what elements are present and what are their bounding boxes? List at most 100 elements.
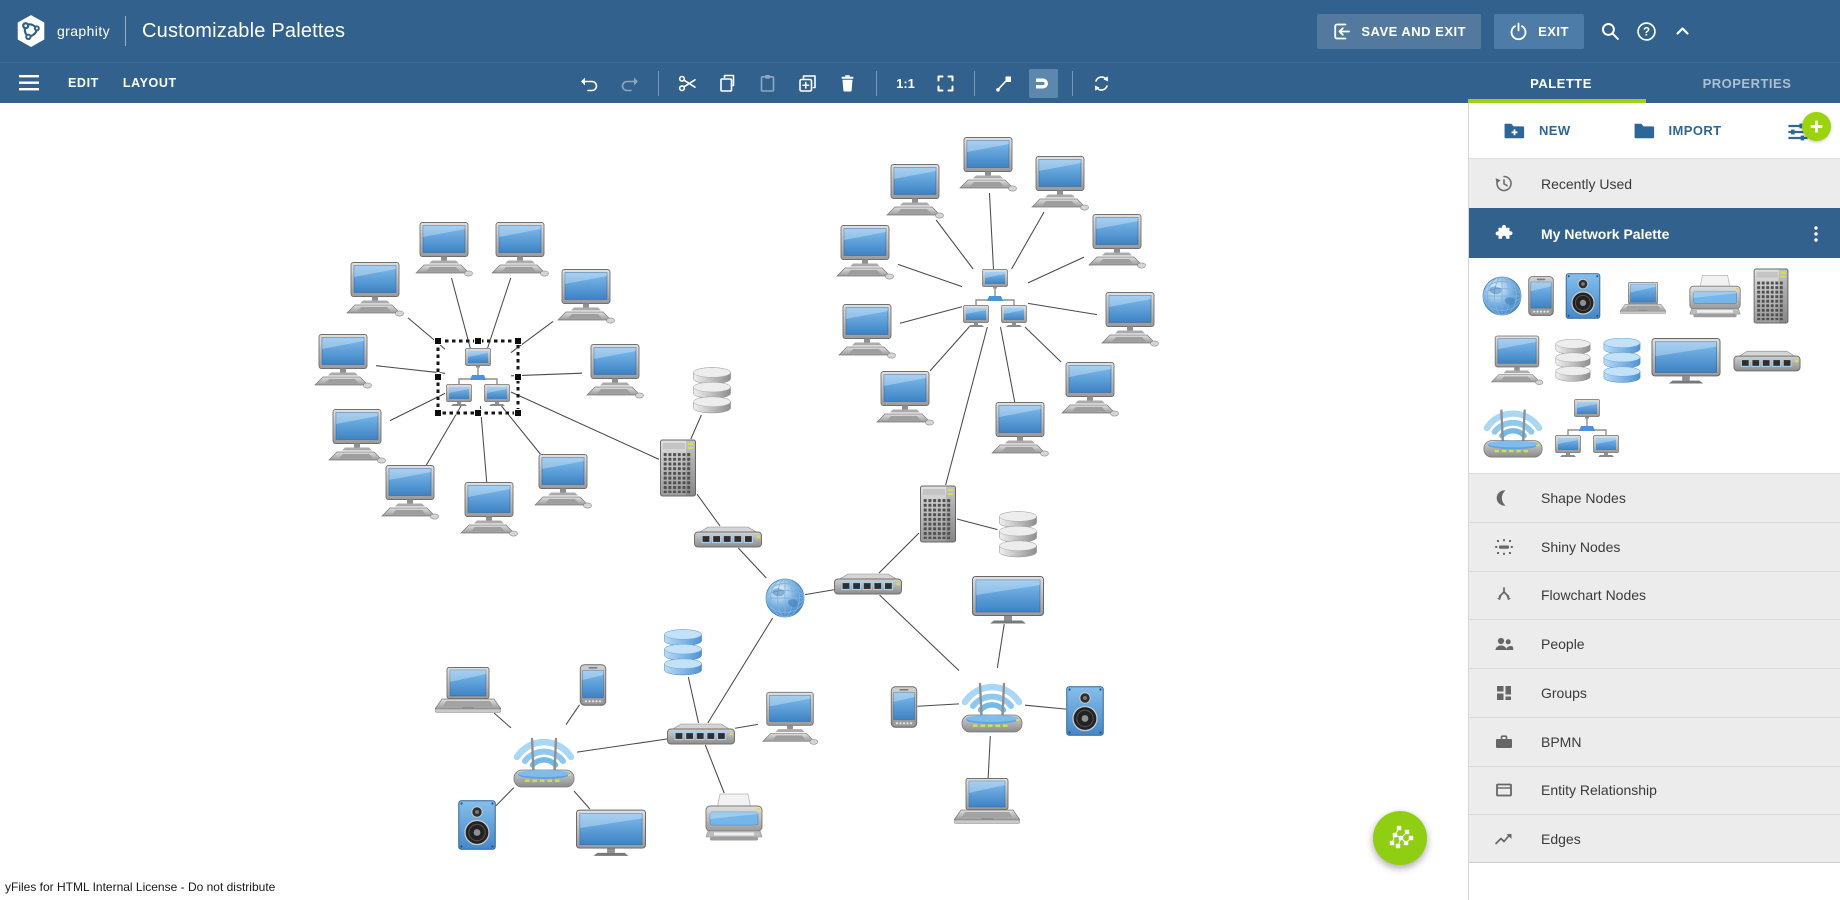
node-workstation[interactable] — [1101, 292, 1159, 347]
add-node-button[interactable] — [793, 69, 822, 98]
palette-section-groups[interactable]: Groups — [1469, 668, 1840, 717]
node-workstation[interactable] — [959, 137, 1017, 192]
node-network[interactable] — [962, 269, 1028, 328]
selection-handle[interactable] — [434, 373, 442, 381]
node-smartphone[interactable] — [579, 664, 607, 706]
snapping-button[interactable] — [989, 69, 1018, 98]
edge[interactable] — [878, 532, 920, 574]
edge[interactable] — [495, 787, 515, 807]
edge[interactable] — [696, 493, 721, 527]
node-workstation[interactable] — [838, 304, 896, 359]
palette-item-speaker[interactable] — [1565, 273, 1601, 319]
palette-item-printer[interactable] — [1689, 274, 1741, 318]
edge[interactable] — [510, 372, 583, 377]
node-workstation[interactable] — [381, 465, 439, 520]
node-workstation[interactable] — [557, 269, 615, 324]
node-smartphone[interactable] — [890, 686, 918, 728]
edge[interactable] — [493, 712, 512, 729]
node-network[interactable] — [445, 348, 511, 407]
node-server[interactable] — [660, 439, 696, 497]
redo-button[interactable] — [615, 69, 644, 98]
palette-section-bpmn[interactable]: BPMN — [1469, 716, 1840, 766]
node-database-blue[interactable] — [664, 629, 702, 676]
tab-properties[interactable]: PROPERTIES — [1702, 75, 1792, 91]
palette-section-people[interactable]: People — [1469, 619, 1840, 668]
palette-item-workstation[interactable] — [1491, 335, 1544, 386]
magnet-button[interactable] — [1029, 68, 1058, 98]
palette-item-wifi-router[interactable] — [1484, 411, 1542, 458]
node-workstation[interactable] — [346, 262, 404, 317]
node-workstation[interactable] — [328, 409, 386, 464]
palette-item-smartphone[interactable] — [1528, 276, 1554, 316]
delete-button[interactable] — [833, 69, 862, 98]
help-button[interactable]: ? — [1628, 13, 1664, 49]
node-switch[interactable] — [667, 723, 735, 745]
selection-handle[interactable] — [514, 373, 522, 381]
paste-button[interactable] — [753, 69, 782, 98]
selection-handle[interactable] — [434, 337, 442, 345]
node-switch[interactable] — [694, 526, 762, 548]
cut-button[interactable] — [673, 69, 702, 98]
edge[interactable] — [879, 594, 960, 671]
palette-item-server[interactable] — [1753, 268, 1789, 324]
app-logo[interactable]: graphity — [14, 14, 110, 48]
node-workstation[interactable] — [534, 454, 592, 509]
node-workstation[interactable] — [1031, 156, 1089, 211]
node-workstation[interactable] — [1088, 214, 1146, 269]
selection-handle[interactable] — [474, 409, 482, 417]
selection-handle[interactable] — [434, 409, 442, 417]
palette-section-my-network-palette[interactable]: My Network Palette — [1469, 208, 1840, 258]
node-workstation[interactable] — [876, 371, 934, 426]
fit-content-button[interactable] — [931, 69, 960, 98]
edge[interactable] — [935, 219, 974, 270]
edge[interactable] — [996, 623, 1005, 669]
node-workstation[interactable] — [586, 344, 644, 399]
edge[interactable] — [1024, 326, 1062, 363]
palette-item-network[interactable] — [1554, 399, 1620, 458]
palette-item-globe[interactable] — [1482, 276, 1522, 316]
selection-handle[interactable] — [474, 337, 482, 345]
node-speaker[interactable] — [1066, 686, 1104, 736]
edge[interactable] — [565, 704, 580, 725]
diagram-canvas[interactable] — [0, 103, 1468, 900]
zoom-1-1-button[interactable]: 1:1 — [891, 69, 920, 98]
edge[interactable] — [1011, 211, 1045, 270]
exit-button[interactable]: EXIT — [1494, 13, 1584, 49]
node-workstation[interactable] — [314, 334, 372, 389]
edge[interactable] — [929, 326, 970, 372]
edge[interactable] — [899, 306, 963, 324]
search-button[interactable] — [1592, 13, 1628, 49]
node-workstation[interactable] — [415, 222, 473, 277]
edge[interactable] — [1024, 704, 1067, 710]
node-workstation[interactable] — [1061, 362, 1119, 417]
edge[interactable] — [479, 405, 488, 483]
edge[interactable] — [999, 326, 1016, 403]
node-monitor[interactable] — [576, 809, 646, 857]
import-palette-button[interactable]: IMPORT — [1633, 121, 1722, 140]
layout-fab-button[interactable] — [1373, 811, 1427, 865]
edge[interactable] — [576, 738, 668, 753]
edge[interactable] — [1027, 302, 1098, 316]
node-laptop[interactable] — [435, 667, 501, 713]
edge[interactable] — [704, 744, 725, 794]
node-workstation[interactable] — [460, 482, 518, 537]
node-wifi-router[interactable] — [962, 684, 1022, 732]
palette-section-entity-relationship[interactable]: Entity Relationship — [1469, 765, 1840, 815]
palette-kebab-menu[interactable] — [1806, 224, 1826, 244]
node-workstation[interactable] — [886, 164, 944, 219]
node-database-gray[interactable] — [999, 511, 1037, 558]
hamburger-menu-button[interactable] — [14, 68, 44, 98]
edge[interactable] — [375, 365, 446, 374]
undo-button[interactable] — [575, 69, 604, 98]
palette-section-recently-used[interactable]: Recently Used — [1469, 158, 1840, 208]
node-monitor[interactable] — [972, 576, 1044, 624]
node-laptop[interactable] — [954, 778, 1020, 824]
palette-section-shape-nodes[interactable]: Shape Nodes — [1469, 473, 1840, 522]
node-globe[interactable] — [765, 578, 805, 618]
palette-section-edges[interactable]: Edges — [1469, 814, 1840, 863]
menu-layout[interactable]: LAYOUT — [122, 76, 177, 90]
palette-section-flowchart-nodes[interactable]: Flowchart Nodes — [1469, 570, 1840, 620]
palette-item-database-gray[interactable] — [1555, 339, 1591, 382]
tab-palette[interactable]: PALETTE — [1530, 75, 1592, 91]
edge[interactable] — [707, 617, 774, 724]
